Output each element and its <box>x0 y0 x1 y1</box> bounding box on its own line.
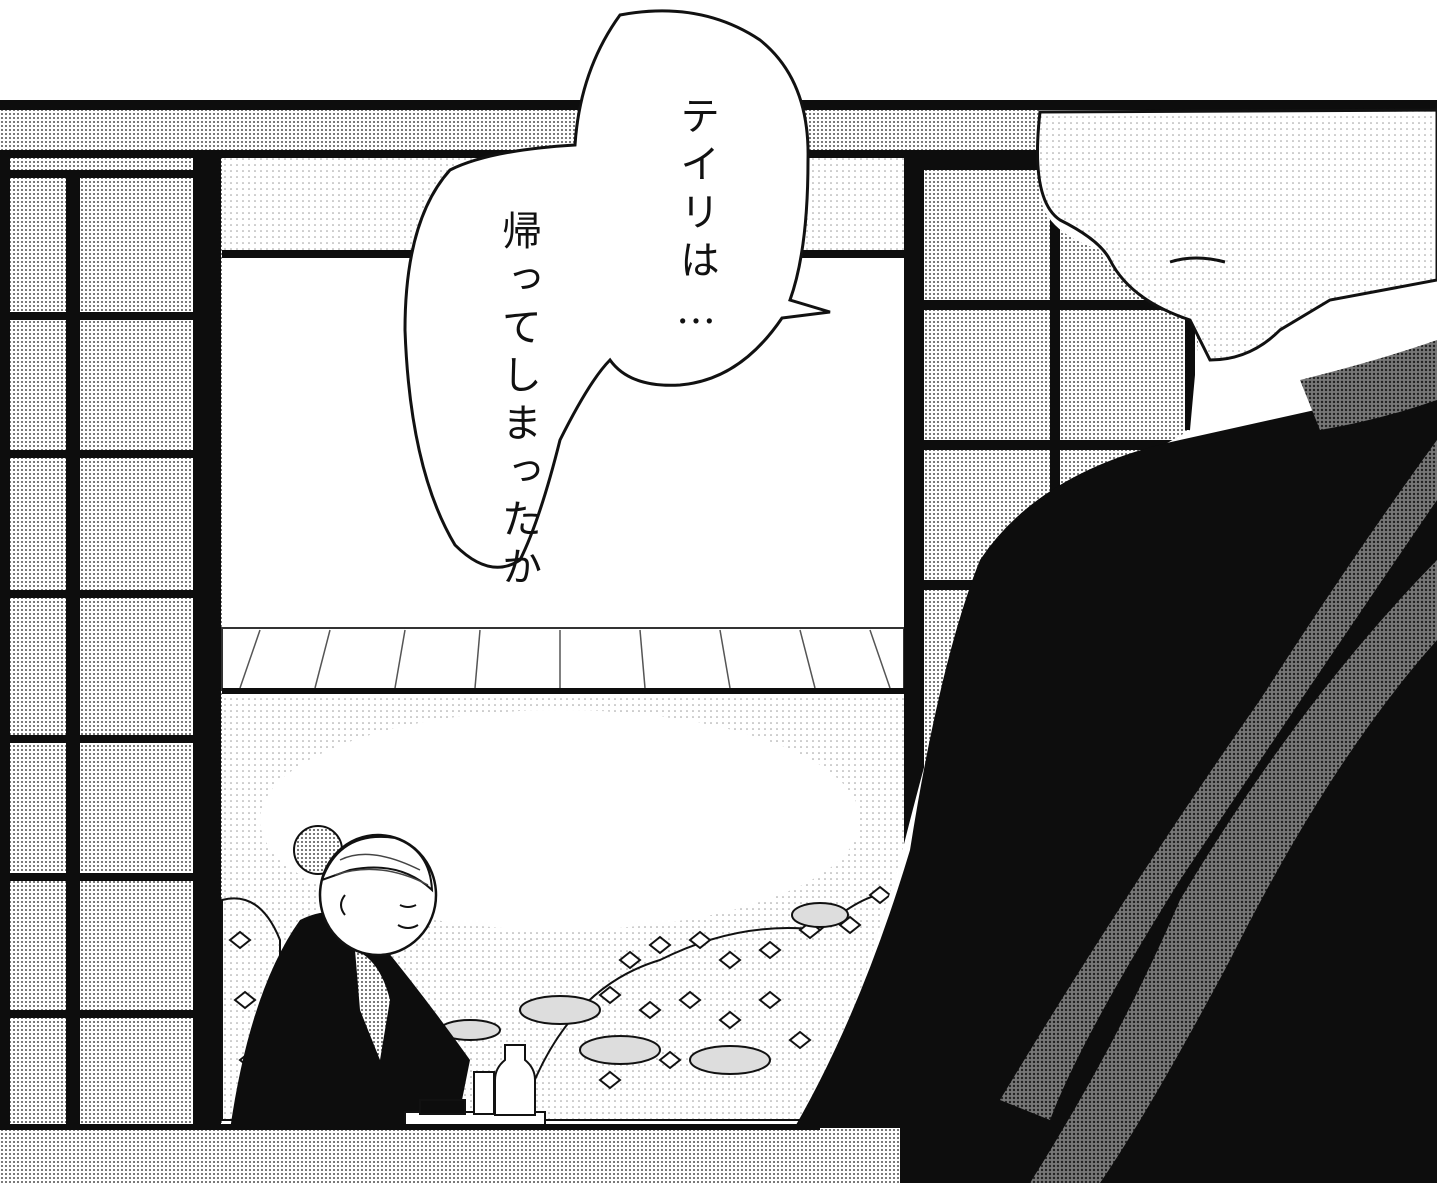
old-woman-figure <box>230 825 470 1130</box>
floor <box>0 1128 900 1183</box>
dialogue-line-1: テイリは… <box>673 95 719 341</box>
left-shoji-screen <box>0 158 222 1133</box>
man-foreground-figure <box>760 108 1437 1183</box>
speech-bubble <box>403 9 831 569</box>
tea-tray <box>404 1044 546 1127</box>
dialogue-line-2: 帰ってしまったか <box>495 210 541 594</box>
